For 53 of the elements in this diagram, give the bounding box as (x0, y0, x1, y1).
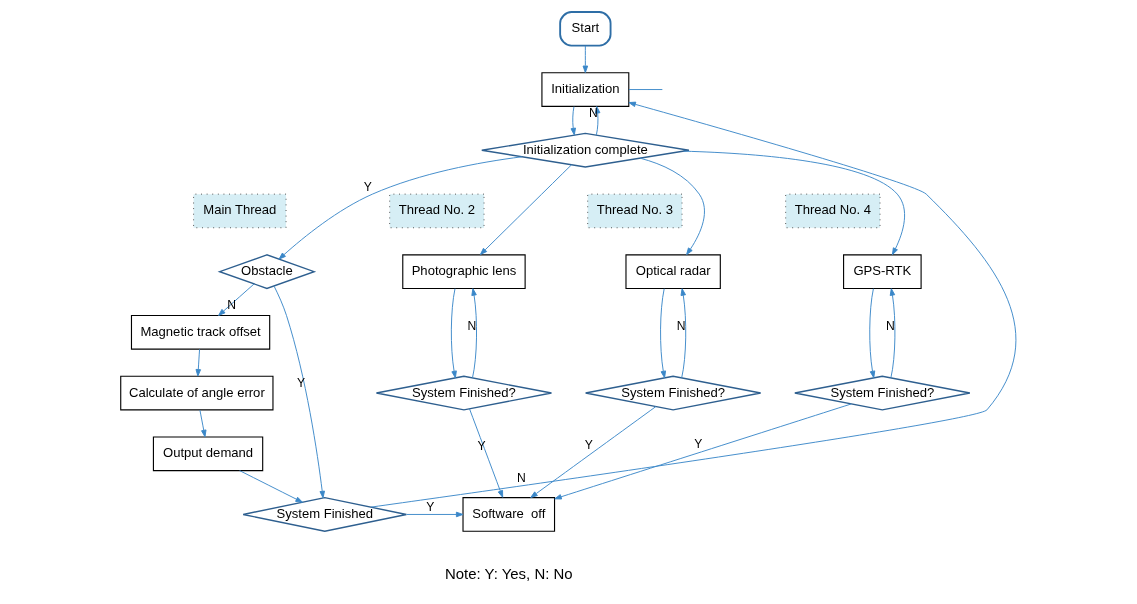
arrow (639, 157, 705, 256)
edge-label: N (885, 318, 895, 333)
arrow (469, 408, 504, 498)
arrow (218, 283, 255, 316)
arrow (199, 409, 207, 438)
node-box: GPS-RTK (843, 254, 922, 289)
arrow (660, 288, 667, 379)
arrow (554, 403, 852, 500)
arrow (273, 285, 325, 499)
edge-label: N (467, 318, 477, 333)
label: Note: Y: Yes, N: No (444, 564, 573, 582)
arrow (450, 288, 457, 379)
arrow (479, 164, 572, 255)
arrow (195, 348, 202, 377)
edge-label: Y (477, 438, 486, 453)
edge-label: Y (426, 500, 435, 515)
node-diamond: System Finished? (584, 375, 762, 411)
edge-label: N (588, 106, 598, 121)
arrow (889, 288, 896, 379)
node-diamond: System Finished? (794, 375, 971, 411)
edge-label: Y (297, 376, 306, 391)
node-box: Start (559, 11, 612, 47)
node-box: Thread No. 2 (389, 193, 485, 229)
node-box: Calculate of angle error (120, 375, 274, 411)
edge-label: N (676, 318, 686, 333)
node-box: Software off (462, 497, 556, 532)
node-diamond: System Finished? (375, 375, 553, 411)
edge-label: Y (694, 437, 703, 452)
arrow (869, 288, 876, 379)
connector (628, 89, 663, 90)
node-box: Main Thread (193, 193, 287, 229)
arrow (683, 150, 906, 256)
edge-label: Y (363, 179, 372, 194)
node-diamond: Initialization complete (481, 132, 690, 168)
node-box: Optical radar (625, 254, 721, 289)
node-box: Output demand (152, 436, 264, 472)
node-box: Initialization (541, 72, 630, 107)
arrow (278, 156, 523, 260)
edge-label: Y (584, 437, 593, 452)
node-box: Photographic lens (402, 254, 526, 289)
arrow (471, 288, 477, 379)
node-box: Thread No. 4 (785, 193, 881, 229)
edge-label: N (516, 470, 526, 485)
arrow (680, 288, 687, 379)
arrow (530, 406, 657, 498)
arrow (582, 45, 589, 73)
node-box: Magnetic track offset (130, 315, 271, 350)
arrow (406, 511, 464, 518)
edge-label: N (227, 298, 237, 313)
arrow (570, 106, 576, 136)
arrow (370, 101, 1017, 508)
arrow (239, 470, 303, 503)
node-box: Thread No. 3 (587, 193, 683, 229)
